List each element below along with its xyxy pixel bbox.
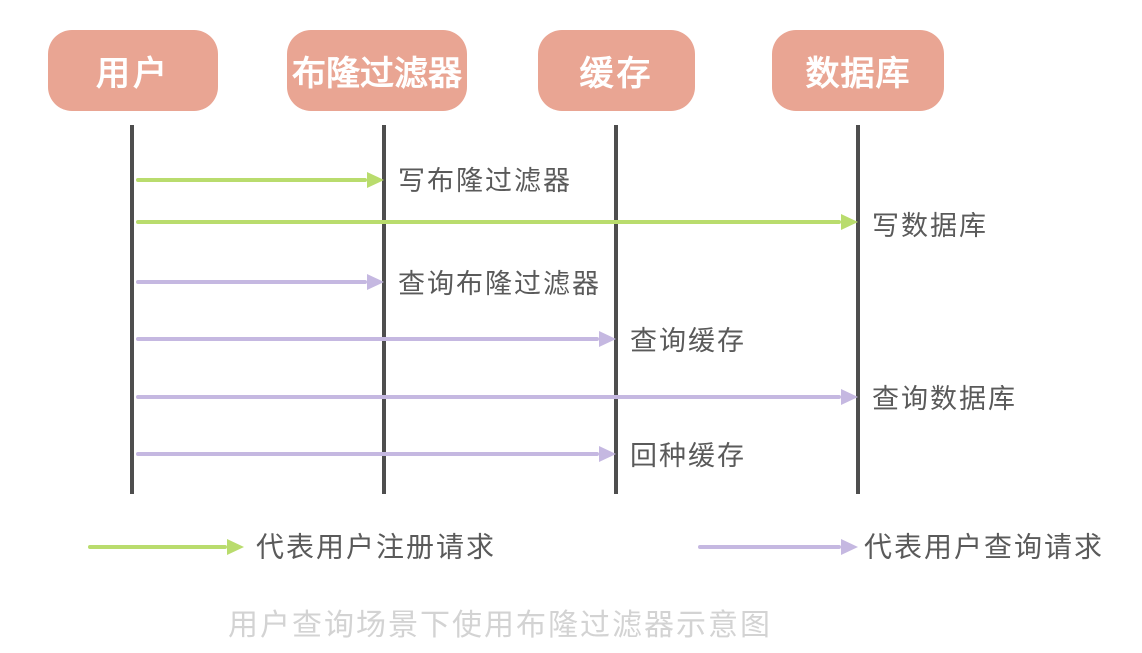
actor-box-cache: 缓存: [538, 30, 695, 111]
arrow-shaft: [136, 220, 841, 224]
arrow-head-icon: [841, 389, 858, 405]
message-arrow-write-database: [136, 214, 858, 230]
message-label-refill-cache: 回种缓存: [630, 440, 746, 471]
lifeline-user: [130, 125, 134, 494]
actor-box-bloom-filter: 布隆过滤器: [287, 30, 467, 111]
message-label-query-database: 查询数据库: [872, 383, 1017, 414]
arrow-head-icon: [841, 214, 858, 230]
arrow-head-icon: [227, 539, 244, 555]
lifeline-database: [856, 125, 860, 494]
diagram-caption: 用户查询场景下使用布隆过滤器示意图: [228, 609, 772, 642]
lifeline-cache: [614, 125, 618, 494]
actor-label-bloom-filter: 布隆过滤器: [292, 55, 462, 93]
arrow-head-icon: [367, 274, 384, 290]
actor-box-user: 用户: [48, 30, 218, 111]
arrow-shaft: [136, 178, 367, 182]
arrow-head-icon: [599, 331, 616, 347]
arrow-shaft: [136, 452, 599, 456]
arrow-shaft: [88, 545, 227, 549]
legend-query-arrow: [698, 539, 858, 555]
arrow-shaft: [136, 395, 841, 399]
message-label-write-bloom-filter: 写布隆过滤器: [398, 165, 572, 196]
legend-query-label: 代表用户查询请求: [864, 531, 1105, 563]
arrow-shaft: [136, 280, 367, 284]
actor-label-database: 数据库: [805, 55, 911, 93]
actor-label-cache: 缓存: [579, 55, 654, 93]
actor-label-user: 用户: [96, 55, 170, 93]
arrow-head-icon: [367, 172, 384, 188]
lifeline-bloom-filter: [382, 125, 386, 494]
message-label-query-cache: 查询缓存: [630, 325, 746, 356]
arrow-head-icon: [841, 539, 858, 555]
arrow-shaft: [698, 545, 841, 549]
arrow-shaft: [136, 337, 599, 341]
legend-register-arrow: [88, 539, 244, 555]
actor-box-database: 数据库: [772, 30, 944, 111]
message-label-write-database: 写数据库: [872, 210, 988, 241]
message-arrow-query-database: [136, 389, 858, 405]
arrow-head-icon: [599, 446, 616, 462]
message-arrow-refill-cache: [136, 446, 616, 462]
message-arrow-query-bloom-filter: [136, 274, 384, 290]
legend-register-label: 代表用户注册请求: [256, 531, 497, 563]
message-arrow-write-bloom-filter: [136, 172, 384, 188]
message-label-query-bloom-filter: 查询布隆过滤器: [398, 268, 601, 299]
message-arrow-query-cache: [136, 331, 616, 347]
